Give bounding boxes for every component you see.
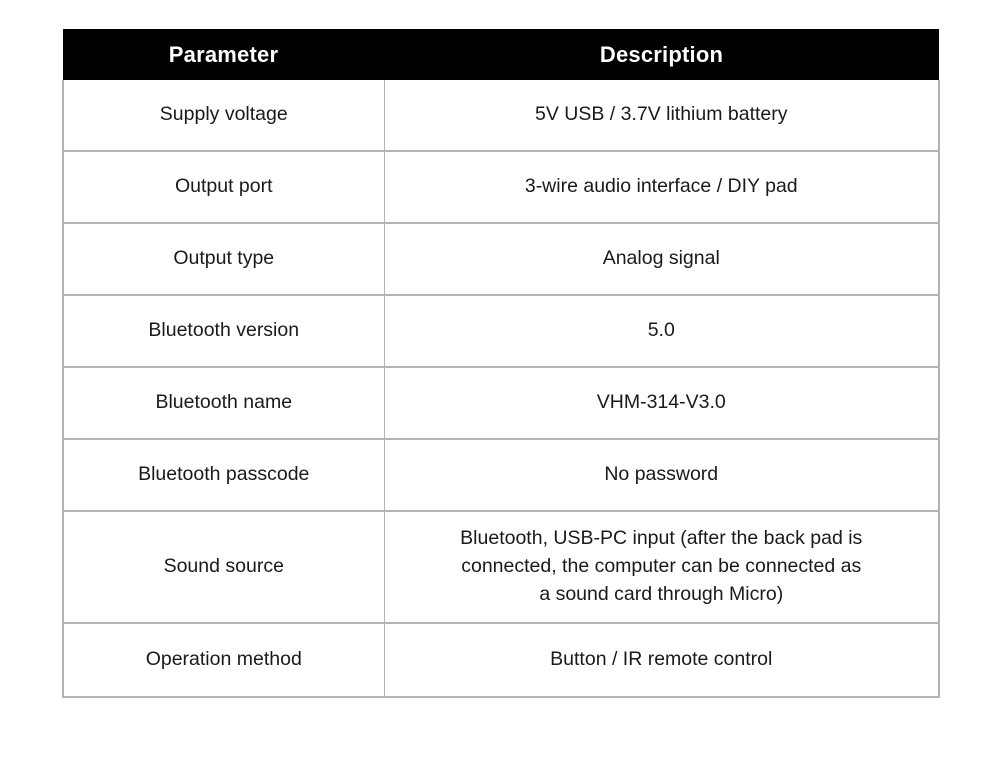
cell-description-text: Bluetooth, USB-PC input (after the back … xyxy=(460,527,863,605)
cell-parameter: Bluetooth name xyxy=(62,367,385,440)
cell-description: 5V USB / 3.7V lithium battery xyxy=(383,80,940,152)
cell-description: Analog signal xyxy=(383,223,940,296)
table-header: Parameter Description xyxy=(63,29,939,80)
table-row: Bluetooth name VHM-314-V3.0 xyxy=(62,367,940,440)
cell-description: Bluetooth, USB-PC input (after the back … xyxy=(383,511,940,624)
table-row: Supply voltage 5V USB / 3.7V lithium bat… xyxy=(62,80,940,152)
table-row: Sound source Bluetooth, USB-PC input (af… xyxy=(62,511,940,624)
column-header-description: Description xyxy=(384,29,939,80)
table-row: Operation method Button / IR remote cont… xyxy=(62,623,940,698)
cell-description: Button / IR remote control xyxy=(383,623,940,698)
specification-table-container: Parameter Description Supply voltage 5V … xyxy=(62,29,940,698)
cell-parameter: Bluetooth version xyxy=(62,295,385,368)
specification-table: Parameter Description Supply voltage 5V … xyxy=(62,29,940,698)
table-body: Supply voltage 5V USB / 3.7V lithium bat… xyxy=(62,80,940,698)
cell-parameter: Supply voltage xyxy=(62,80,385,152)
column-header-parameter: Parameter xyxy=(63,29,384,80)
cell-description: VHM-314-V3.0 xyxy=(383,367,940,440)
cell-parameter: Sound source xyxy=(62,511,385,624)
cell-description: 3-wire audio interface / DIY pad xyxy=(383,151,940,224)
cell-parameter: Bluetooth passcode xyxy=(62,439,385,512)
cell-parameter: Operation method xyxy=(62,623,385,698)
table-row: Output port 3-wire audio interface / DIY… xyxy=(62,151,940,224)
cell-description: No password xyxy=(383,439,940,512)
cell-parameter: Output port xyxy=(62,151,385,224)
table-row: Bluetooth version 5.0 xyxy=(62,295,940,368)
table-row: Output type Analog signal xyxy=(62,223,940,296)
table-header-row: Parameter Description xyxy=(63,29,939,80)
cell-parameter: Output type xyxy=(62,223,385,296)
table-row: Bluetooth passcode No password xyxy=(62,439,940,512)
cell-description: 5.0 xyxy=(383,295,940,368)
